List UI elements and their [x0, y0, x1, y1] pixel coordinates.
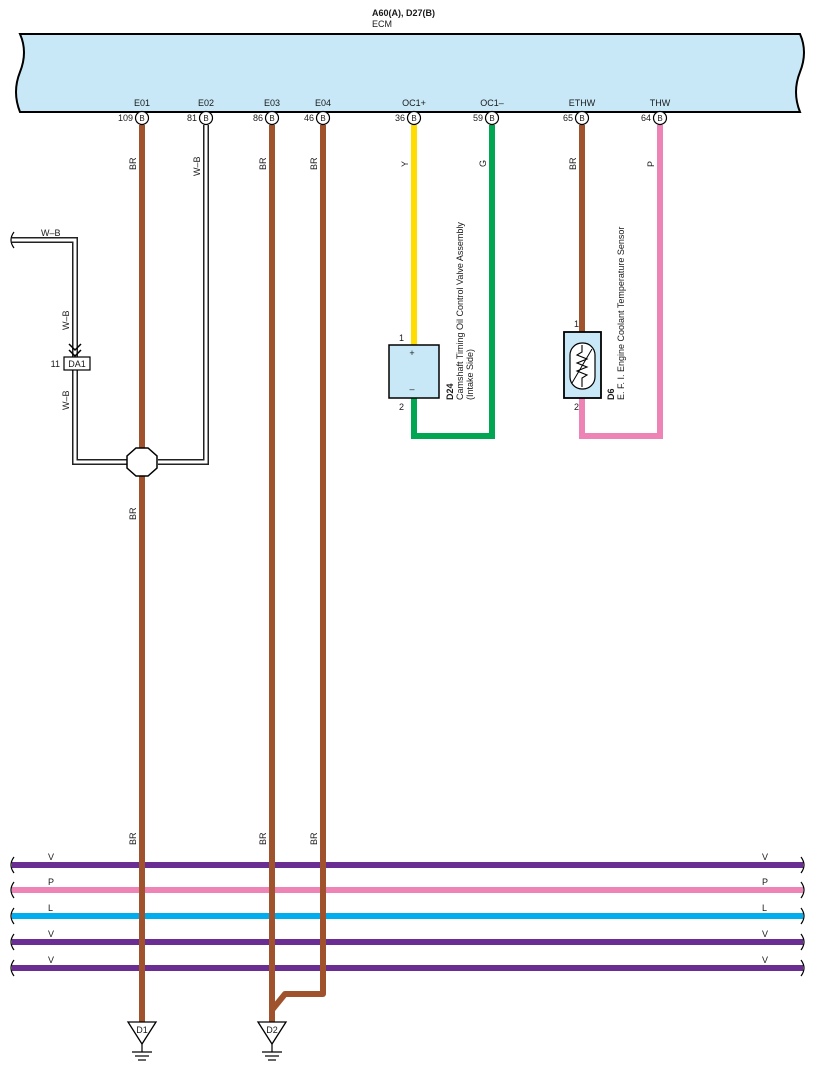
wire-label-e01-low: BR: [128, 507, 138, 520]
terminal-e02: B: [198, 110, 214, 126]
svg-text:B: B: [139, 114, 144, 123]
svg-text:B: B: [579, 114, 584, 123]
ecm-name: ECM: [372, 19, 392, 29]
ground-icon: [126, 1021, 158, 1046]
left-wire-break: [10, 231, 15, 249]
harness-label-left-2: P: [48, 877, 54, 887]
harness-label-right-2: P: [762, 877, 768, 887]
wire-label-left-wb-mid: W–B: [61, 310, 71, 330]
harness-label-right-4: V: [762, 929, 768, 939]
wire-label-ethw: BR: [568, 157, 578, 170]
wire-e02-inner: [158, 125, 208, 464]
d6-pin1: 1: [574, 319, 579, 329]
pin-name-e02: E02: [198, 98, 214, 108]
wire-label-thw: P: [646, 161, 656, 167]
ground-icon: [256, 1021, 288, 1046]
wire-label-oc1m: G: [478, 160, 488, 167]
svg-text:B: B: [269, 114, 274, 123]
terminal-ethw: B: [574, 110, 590, 126]
terminal-oc1p: B: [406, 110, 422, 126]
harness-label-right-1: V: [762, 852, 768, 862]
ecm-connector-label: A60(A), D27(B): [372, 8, 435, 18]
wire-oc1m: [411, 125, 495, 439]
wire-label-e01: BR: [128, 157, 138, 170]
pin-num-oc1m: 59: [473, 113, 483, 123]
wire-label-e04-bottom: BR: [309, 832, 319, 845]
svg-text:D2: D2: [266, 1025, 278, 1035]
pin-num-e02: 81: [187, 113, 197, 123]
svg-text:B: B: [489, 114, 494, 123]
pin-name-thw: THW: [650, 98, 671, 108]
junction-name: DA1: [68, 359, 86, 369]
ecm-block: [15, 33, 805, 113]
pin-num-e01: 109: [118, 113, 133, 123]
wire-label-left-wb-top: W–B: [41, 228, 61, 238]
pin-num-oc1p: 36: [395, 113, 405, 123]
pin-name-ethw: ETHW: [569, 98, 596, 108]
pin-num-ethw: 65: [563, 113, 573, 123]
ground-d1: D1: [126, 1021, 158, 1061]
harness-bus: [10, 856, 805, 977]
harness-left-break: [10, 856, 15, 977]
svg-text:B: B: [657, 114, 662, 123]
terminal-e03: B: [264, 110, 280, 126]
pin-name-oc1m: OC1–: [480, 98, 504, 108]
svg-text:B: B: [320, 114, 325, 123]
wire-label-e04: BR: [309, 157, 319, 170]
wire-label-e02: W–B: [192, 156, 202, 176]
svg-text:B: B: [203, 114, 208, 123]
wire-thw: [579, 125, 663, 439]
harness-label-right-5: V: [762, 955, 768, 965]
harness-label-left-1: V: [48, 852, 54, 862]
wire-label-e01-bottom: BR: [128, 832, 138, 845]
harness-right-break: [800, 856, 805, 977]
wire-label-oc1p: Y: [400, 161, 410, 167]
pin-num-e03: 86: [253, 113, 263, 123]
terminal-e04: B: [315, 110, 331, 126]
component-d6: [563, 331, 602, 399]
connector-chevron-icon: [68, 343, 82, 358]
terminal-thw: B: [652, 110, 668, 126]
d6-pin2: 2: [574, 402, 579, 412]
d24-id: D24: [445, 383, 455, 400]
harness-label-left-3: L: [48, 903, 53, 913]
ground-d2: D2: [256, 1021, 288, 1061]
d24-minus: –: [409, 384, 414, 394]
junction-pin: 11: [51, 359, 60, 369]
harness-label-left-4: V: [48, 929, 54, 939]
pin-name-e01: E01: [134, 98, 150, 108]
d6-title: E. F. I. Engine Coolant Temperature Sens…: [616, 227, 626, 400]
pin-num-e04: 46: [304, 113, 314, 123]
d24-pin1: 1: [399, 333, 404, 343]
svg-text:B: B: [411, 114, 416, 123]
terminal-oc1m: B: [484, 110, 500, 126]
d24-pin2: 2: [399, 402, 404, 412]
harness-label-left-5: V: [48, 955, 54, 965]
svg-text:D1: D1: [136, 1025, 148, 1035]
harness-label-right-3: L: [762, 903, 767, 913]
wire-label-left-wb-low: W–B: [61, 390, 71, 410]
pin-num-thw: 64: [641, 113, 651, 123]
pin-name-oc1p: OC1+: [402, 98, 426, 108]
d24-subtitle: (Intake Side): [465, 349, 475, 400]
splice-point: [126, 447, 158, 477]
terminal-e01: B: [134, 110, 150, 126]
d6-id: D6: [606, 388, 616, 400]
wire-label-e03: BR: [258, 157, 268, 170]
pin-name-e03: E03: [264, 98, 280, 108]
pin-name-e04: E04: [315, 98, 331, 108]
wire-e04: [269, 125, 326, 1012]
d24-plus: +: [409, 348, 414, 358]
component-d24: + –: [388, 344, 440, 399]
wire-label-e03-bottom: BR: [258, 832, 268, 845]
d24-title: Camshaft Timing Oil Control Valve Assemb…: [455, 222, 465, 400]
junction-connector-da1: DA1: [63, 343, 91, 371]
